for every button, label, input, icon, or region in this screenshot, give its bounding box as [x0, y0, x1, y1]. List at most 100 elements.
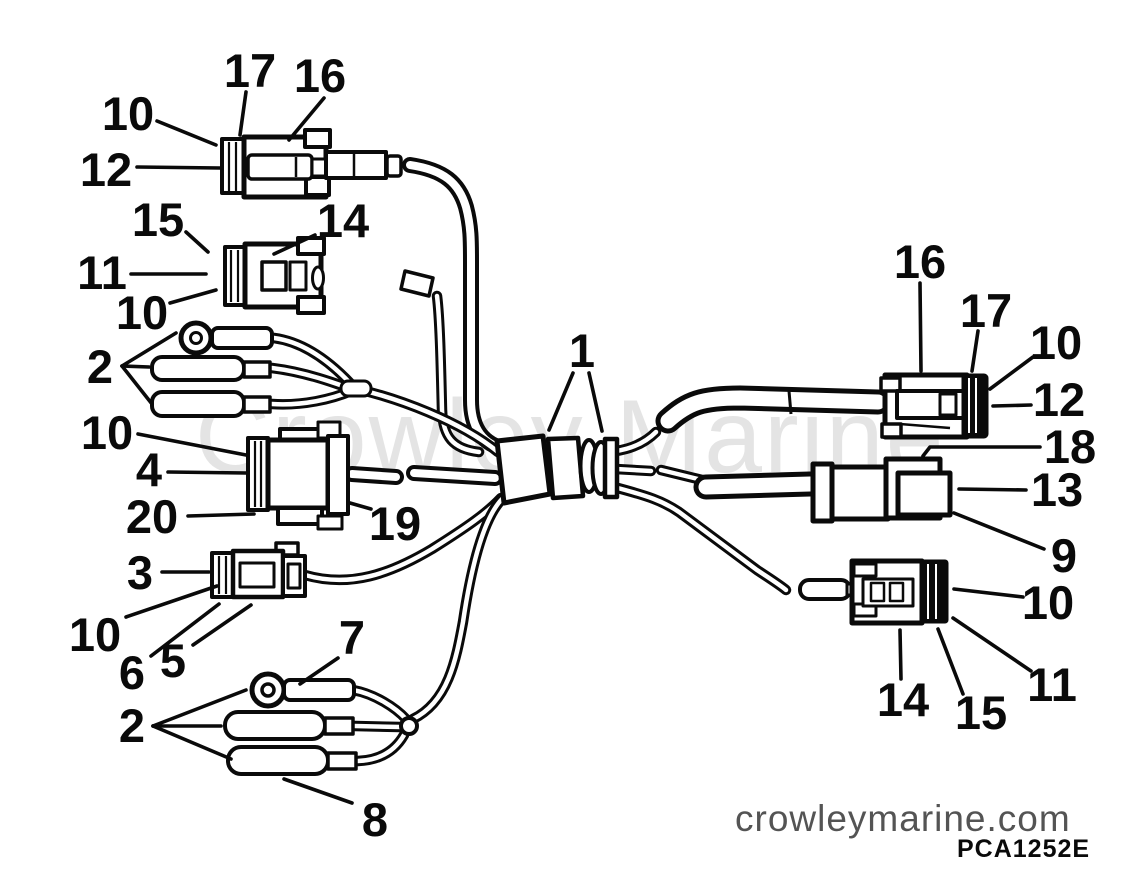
connector-large-mid-left: [246, 420, 350, 531]
callout-7: 7: [339, 611, 365, 664]
leader-line-8: [282, 777, 354, 805]
leader-lines: [120, 90, 1046, 805]
wire-end-cap: [385, 154, 403, 178]
ring-hole: [260, 682, 276, 698]
connector-body: [829, 464, 891, 522]
bullet-tip: [242, 360, 272, 379]
ring-hole: [189, 331, 203, 345]
leader-line-9: [952, 511, 1046, 551]
wire-top-sweep-inner: [406, 161, 505, 452]
cavity: [288, 260, 308, 292]
wire-ring-top-inner: [271, 335, 353, 386]
leader-line-18: [921, 445, 1042, 458]
bullet-terminal: [150, 355, 246, 382]
connector-top-right: [787, 372, 989, 440]
bullet-terminal: [798, 578, 852, 601]
cavity: [260, 260, 288, 292]
latch-tab: [296, 295, 326, 315]
leader-line-10: [124, 584, 219, 619]
callout-17: 17: [224, 44, 276, 97]
callout-9: 9: [1051, 529, 1077, 582]
drawing-code: PCA1252E: [957, 835, 1090, 863]
plug-detail: [246, 153, 314, 181]
bottom-step: [316, 514, 344, 531]
callout-14: 14: [317, 194, 369, 247]
wire-link-conn-f2-inner: [658, 467, 705, 483]
plug-line: [899, 422, 951, 430]
ribbed-cap: [220, 137, 246, 195]
latch-tab: [303, 128, 332, 149]
leader-line-15: [936, 627, 965, 696]
leader-line-1: [587, 371, 604, 433]
callout-15: 15: [132, 193, 184, 246]
connector-bottom-right: [798, 558, 949, 626]
callout-16: 16: [894, 235, 946, 288]
wire-diag-conn-g-inner: [611, 484, 789, 593]
rear-bar: [326, 434, 350, 516]
leader-line-14: [898, 628, 903, 681]
wire-bullet-bot-bot-inner: [355, 732, 407, 764]
website-watermark: crowleymarine.com: [735, 798, 1071, 839]
latch-tab: [852, 562, 878, 578]
wire-end-cap: [399, 269, 435, 298]
bullet-terminal: [150, 390, 246, 418]
leader-line-10: [952, 587, 1025, 599]
wire-tube-conn-f-inner: [698, 476, 818, 495]
wire-ring-bottom-inner: [350, 687, 409, 722]
leader-line-2: [151, 724, 233, 761]
wire-conn-d-inner: [302, 495, 504, 583]
leader-line-20: [186, 512, 256, 518]
leader-line-10: [136, 432, 248, 457]
callout-2: 2: [87, 340, 113, 393]
callout-11: 11: [77, 246, 127, 299]
sleeve-mid: [545, 435, 586, 501]
sleeve-right: [602, 436, 620, 500]
callout-10: 10: [69, 608, 121, 661]
terminal-block: [895, 470, 953, 518]
callout-19: 19: [369, 497, 421, 550]
leader-line-16: [287, 96, 326, 142]
leader-line-12: [991, 403, 1033, 408]
leader-line-2: [151, 688, 248, 728]
terminal-barrel: [210, 326, 274, 350]
connector-body: [265, 437, 331, 511]
leader-line-17: [238, 90, 248, 137]
plug-nose: [938, 392, 958, 417]
leader-line-10: [155, 119, 218, 147]
callout-4: 4: [136, 443, 162, 496]
connector-small-lower-left: [210, 541, 307, 600]
callout-20: 20: [126, 490, 178, 543]
wire-link-conn-e-inner: [613, 429, 659, 454]
callout-15: 15: [955, 686, 1007, 739]
wire-ring-bottom: [347, 684, 412, 725]
leader-line-17: [970, 329, 980, 373]
callout-17: 17: [960, 284, 1012, 337]
terminal-group-bottom: [223, 671, 419, 776]
cavity: [869, 581, 886, 603]
callout-10: 10: [116, 286, 168, 339]
callout-14: 14: [877, 673, 929, 726]
latch-slot: [286, 562, 302, 590]
connector-right-mid: [810, 456, 953, 524]
connector-left-2: [223, 236, 435, 315]
callout-18: 18: [1044, 420, 1096, 473]
bottom-tab: [276, 506, 324, 526]
callout-10: 10: [1022, 576, 1074, 629]
latch-tab: [880, 422, 903, 439]
callout-12: 12: [80, 143, 132, 196]
harness-junction: [494, 433, 620, 506]
splice-node: [399, 716, 419, 736]
callout-10: 10: [1030, 316, 1082, 369]
leader-line-1: [547, 371, 575, 432]
leader-line-7: [298, 656, 340, 686]
leader-line-2: [120, 331, 178, 368]
cavity: [888, 581, 905, 603]
terminal-barrel: [282, 678, 356, 702]
splice-capsule: [339, 379, 373, 398]
ribbed-cap: [223, 245, 247, 307]
callout-13: 13: [1031, 463, 1083, 516]
callout-16: 16: [294, 49, 346, 102]
ribbed-cap: [210, 551, 235, 599]
connector-top-left: [220, 128, 403, 200]
